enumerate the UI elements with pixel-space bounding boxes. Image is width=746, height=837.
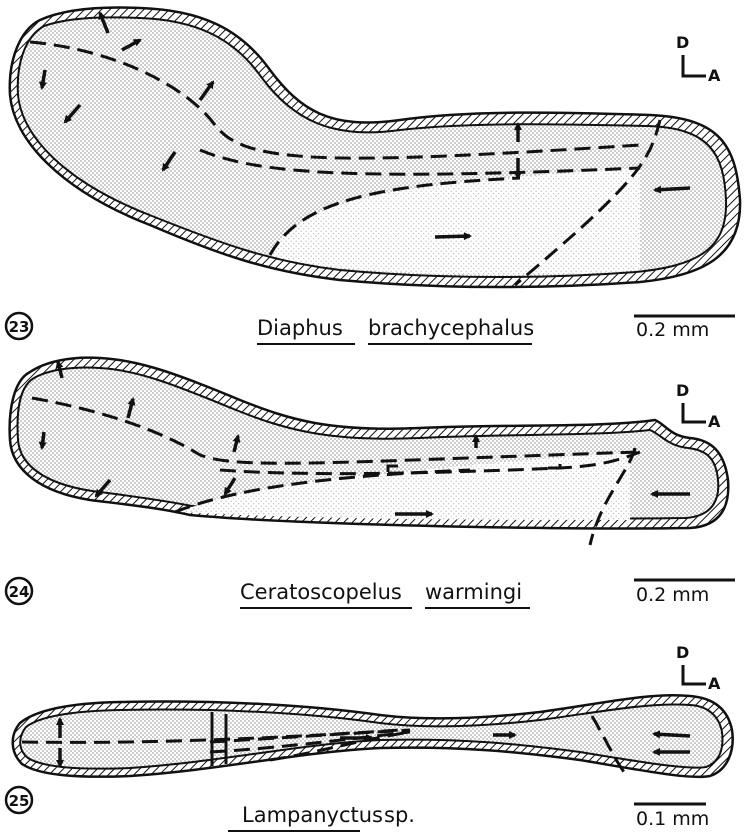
species-epithet-24: warmingi [425, 580, 522, 604]
scale-label-24: 0.2 mm [636, 584, 709, 606]
anterior-label-24: A [708, 412, 721, 431]
scale-label-23: 0.2 mm [636, 319, 709, 341]
anterior-label-23: A [708, 66, 721, 85]
dorsal-label-23: D [676, 33, 689, 52]
species-epithet-23: brachycephalus [368, 316, 534, 340]
species-genus-25: Lampanyctus [242, 803, 383, 827]
anterior-label-25: A [708, 674, 721, 693]
dorsal-label-24: D [676, 381, 689, 400]
species-genus-23: Diaphus [257, 316, 343, 340]
scale-label-25: 0.1 mm [636, 808, 709, 830]
species-genus-24: Ceratoscopelus [240, 580, 402, 604]
dorsal-label-25: D [676, 643, 689, 662]
figure-23: D A 23 Diaphus brachycephalus 0.2 mm [6, 8, 740, 345]
orientation-indicator-25: D A [676, 643, 721, 693]
species-epithet-25: sp. [384, 803, 415, 827]
figure-number-25: 25 [9, 792, 30, 810]
orientation-indicator-24: D A [676, 381, 721, 431]
figure-number-24: 24 [9, 583, 30, 601]
figure-number-23: 23 [9, 318, 30, 336]
figure-25: D A 25 Lampanyctus sp. 0.1 mm [6, 643, 733, 831]
figure-24: D A 24 Ceratoscopelus warmingi 0.2 mm [6, 358, 735, 608]
orientation-indicator-23: D A [676, 33, 721, 85]
